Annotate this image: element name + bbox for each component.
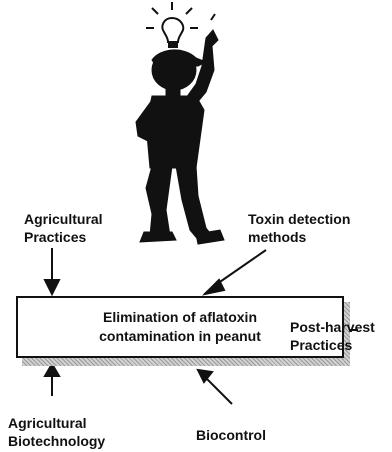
arrow-toxin-detection (213, 249, 267, 287)
center-goal-box: Elimination of aflatoxin contamination i… (16, 296, 344, 358)
arrowhead-agricultural-practices (43, 279, 61, 297)
label-post-harvest-practices: Post-harvest Practices (290, 319, 375, 353)
label-agricultural-biotechnology: Agricultural Biotechnology (8, 415, 106, 449)
label-toxin-detection-methods: Toxin detection methods (248, 211, 351, 245)
label-agricultural-practices: Agricultural Practices (24, 211, 103, 245)
box-shadow-right (344, 302, 350, 366)
arrow-biocontrol (205, 377, 233, 405)
arrowhead-toxin-detection-fill (201, 278, 226, 296)
box-shadow (22, 356, 350, 366)
arrowhead-biocontrol (196, 368, 214, 384)
label-biocontrol: Biocontrol (196, 427, 266, 443)
center-goal-line-1: Elimination of aflatoxin (102, 309, 257, 325)
thinking-person-figure (135, 29, 225, 245)
center-goal-line-2: contamination in peanut (99, 328, 261, 344)
lightbulb-icon (146, 2, 216, 48)
arrowhead-agricultural-biotechnology (43, 362, 61, 377)
